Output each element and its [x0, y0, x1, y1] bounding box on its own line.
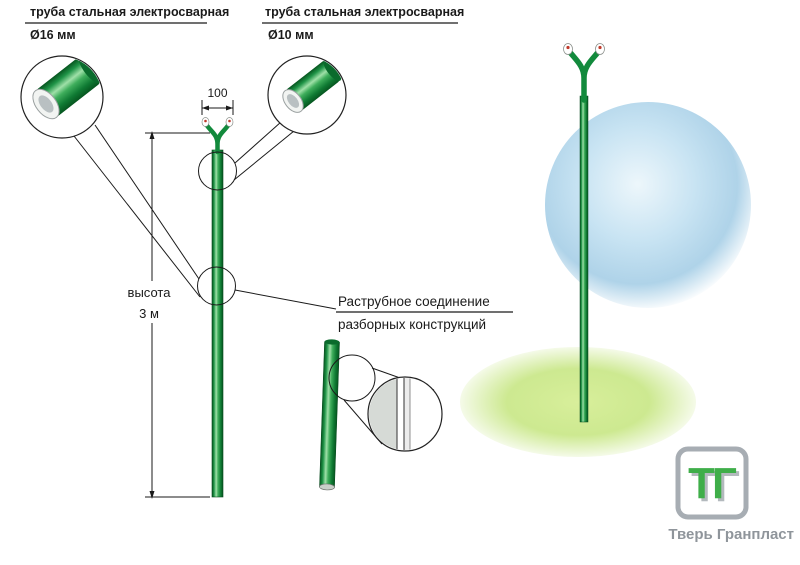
height-value: 3 м [139, 306, 159, 321]
socket-tube-opening [319, 483, 335, 491]
main-pole [201, 117, 234, 498]
blue-balloon [545, 102, 751, 308]
socket-tube [319, 339, 340, 491]
logo-mark: ТГ ТГ [675, 446, 749, 520]
leader-lines [73, 121, 337, 310]
tube16-diameter: Ø16 мм [30, 28, 76, 42]
socket-callout: Раструбное соединение разборных конструк… [336, 294, 513, 332]
tube16-title: труба стальная электросварная [30, 5, 229, 19]
tube10-title: труба стальная электросварная [265, 5, 464, 19]
dim-arrow-up [149, 131, 155, 139]
fork-tip-dot [566, 45, 570, 50]
socket-label-line2: разборных конструкций [338, 317, 486, 332]
dim-width-value: 100 [207, 86, 227, 100]
tube10-cross-section [282, 59, 342, 113]
dimension-height: высота 3 м [120, 131, 210, 499]
socket-detail-circle [367, 376, 443, 452]
dimension-width: 100 [201, 86, 234, 115]
joint-detail-marker [197, 266, 236, 306]
display-pole [563, 43, 605, 423]
grass-patch [460, 347, 696, 457]
dim-arrow-left [202, 105, 209, 111]
tube10-diameter: Ø10 мм [268, 28, 314, 42]
callout-tube10: труба стальная электросварная Ø10 мм [262, 5, 464, 135]
display-pole-fork [566, 48, 602, 103]
callout-tube16: труба стальная электросварная Ø16 мм [20, 5, 229, 139]
fork-tip-dot [228, 119, 231, 123]
height-label-bg [120, 281, 178, 323]
socket-detail-marker [328, 354, 376, 402]
tube16-cross-section [32, 57, 102, 120]
display-pole-stem [579, 95, 589, 423]
dim-arrow-right [226, 105, 233, 111]
logo-monogram-shadow: ТГ [691, 462, 740, 511]
fork-tip-dot [204, 119, 207, 123]
main-pole-stem [211, 149, 224, 498]
fork-tip-dot [598, 45, 602, 50]
company-name: Тверь Гранпласт [668, 526, 794, 543]
logo-monogram: ТГ [688, 459, 737, 508]
height-word: высота [128, 285, 172, 300]
dim-arrow-down [149, 491, 155, 499]
main-pole-fork [203, 121, 232, 155]
socket-label-line1: Раструбное соединение [338, 294, 490, 309]
fork-detail-marker [198, 151, 237, 191]
